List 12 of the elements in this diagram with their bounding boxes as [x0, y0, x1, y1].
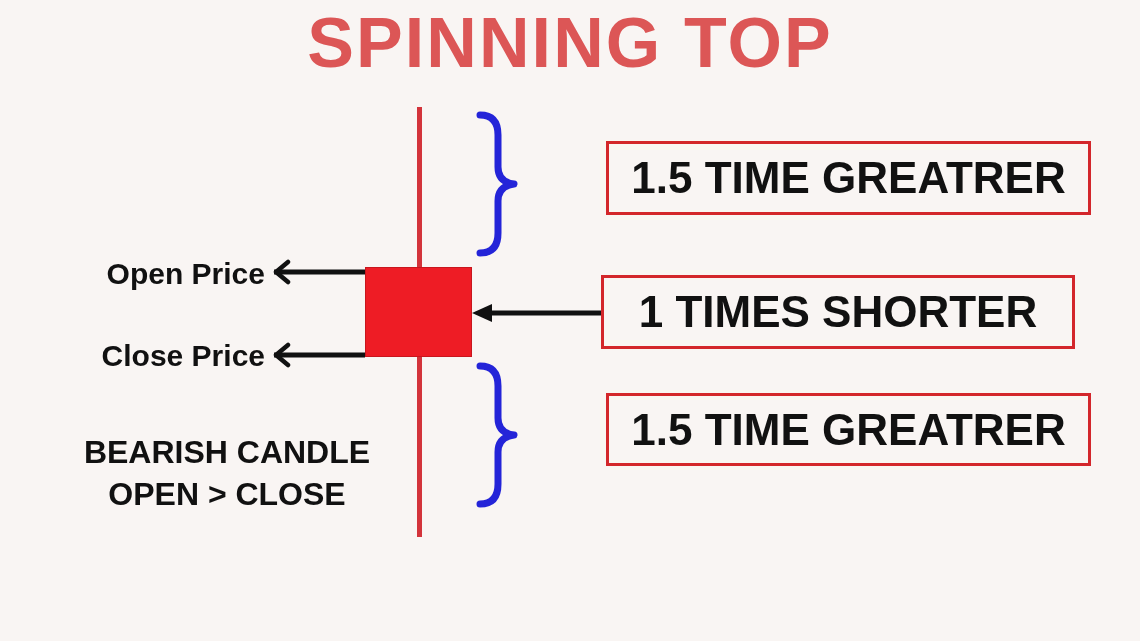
ratio-callout-box: 1 TIMES SHORTER [601, 275, 1075, 349]
arrow [472, 304, 601, 322]
arrow [273, 259, 365, 285]
candle-body [365, 267, 472, 357]
candle-type-label: BEARISH CANDLE [83, 433, 371, 472]
title: SPINNING TOP [307, 8, 833, 78]
price-label: Open Price [106, 257, 274, 291]
condition-label: OPEN > CLOSE [108, 475, 346, 514]
ratio-callout-box: 1.5 TIME GREATRER [606, 393, 1091, 466]
price-label: Close Price [101, 339, 274, 373]
ratio-callout-box: 1.5 TIME GREATRER [606, 141, 1091, 215]
arrow [273, 342, 365, 368]
